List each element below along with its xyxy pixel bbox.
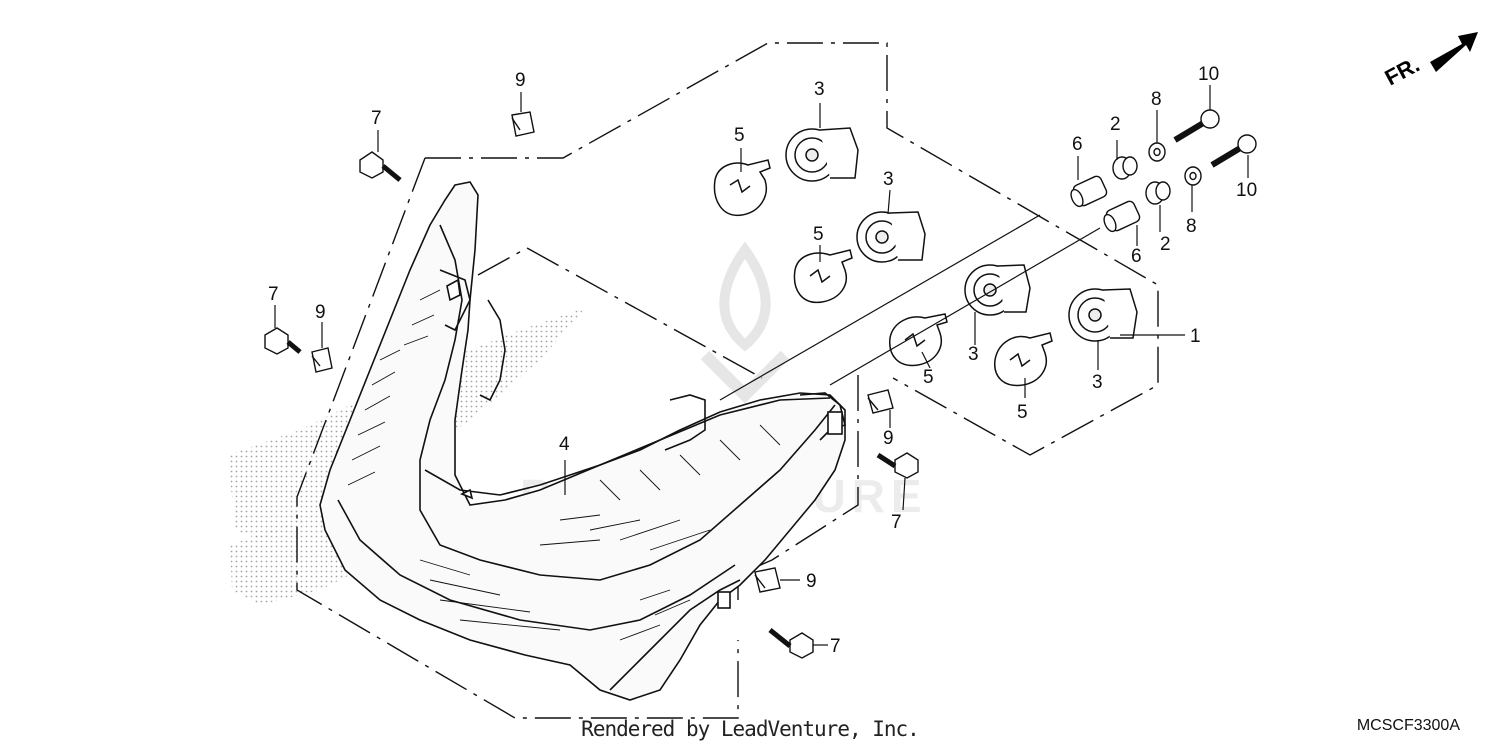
grommet-icon: [1145, 181, 1171, 205]
bulb-icon: [713, 159, 771, 216]
callout-10: 10: [1198, 64, 1219, 85]
callout-5: 5: [1017, 402, 1028, 423]
callout-3: 3: [968, 344, 979, 365]
callout-10: 10: [1236, 180, 1257, 201]
clip-nut-icon: [867, 389, 894, 414]
screw-icon: [876, 452, 919, 479]
callout-9: 9: [806, 571, 817, 592]
screw-icon: [359, 151, 402, 182]
callout-labels: 1 2 2 3 3 3 3 4 5 5 5 5 6 6 7 7 7 7 8 8 …: [268, 64, 1257, 657]
callout-8: 8: [1151, 89, 1162, 110]
grommet-icon: [1112, 156, 1138, 180]
clip-nut-icon: [511, 111, 535, 137]
callout-7: 7: [830, 636, 841, 657]
bulb-socket-icon: [1068, 288, 1138, 342]
callout-2: 2: [1160, 234, 1171, 255]
callout-4: 4: [559, 434, 570, 455]
bulb-icon: [994, 332, 1053, 387]
callout-5: 5: [734, 125, 745, 146]
collar-icon: [1103, 200, 1141, 233]
callout-9: 9: [315, 302, 326, 323]
bulb-socket-icon: [964, 264, 1031, 316]
screw-icon: [768, 628, 814, 659]
exploded-view-outlines: [296, 42, 1159, 719]
callout-5: 5: [923, 367, 934, 388]
washer-icon: [1148, 142, 1166, 162]
callout-1: 1: [1190, 326, 1201, 347]
callout-3: 3: [814, 79, 825, 100]
callout-3: 3: [883, 169, 894, 190]
callout-7: 7: [268, 284, 279, 305]
callout-6: 6: [1131, 246, 1142, 267]
callout-6: 6: [1072, 134, 1083, 155]
rendered-by-credit: Rendered by LeadVenture, Inc.: [581, 717, 920, 741]
bolt-icon: [1210, 134, 1257, 168]
clip-nut-icon: [754, 567, 781, 593]
front-direction-label: FR.: [1381, 52, 1424, 91]
washer-icon: [1184, 166, 1202, 186]
screw-icon: [264, 327, 302, 355]
bulb-socket-icon: [856, 211, 926, 263]
callout-5: 5: [813, 224, 824, 245]
leader-lines: [274, 85, 1249, 646]
callout-3: 3: [1092, 372, 1103, 393]
bolt-icon: [1173, 109, 1220, 143]
collar-icon: [1070, 175, 1108, 208]
callout-7: 7: [371, 108, 382, 129]
callout-2: 2: [1110, 114, 1121, 135]
tail-light-housing: [319, 181, 846, 701]
callout-9: 9: [883, 428, 894, 449]
front-direction-icon: FR.: [1381, 32, 1478, 90]
diagram-code: MCSCF3300A: [1356, 717, 1460, 734]
callout-8: 8: [1186, 216, 1197, 237]
clip-nut-icon: [311, 347, 333, 373]
bulb-icon: [889, 313, 948, 367]
callout-7: 7: [891, 512, 902, 533]
callout-9: 9: [515, 70, 526, 91]
bulb-icon: [793, 249, 853, 304]
bulb-socket-icon: [785, 127, 859, 182]
